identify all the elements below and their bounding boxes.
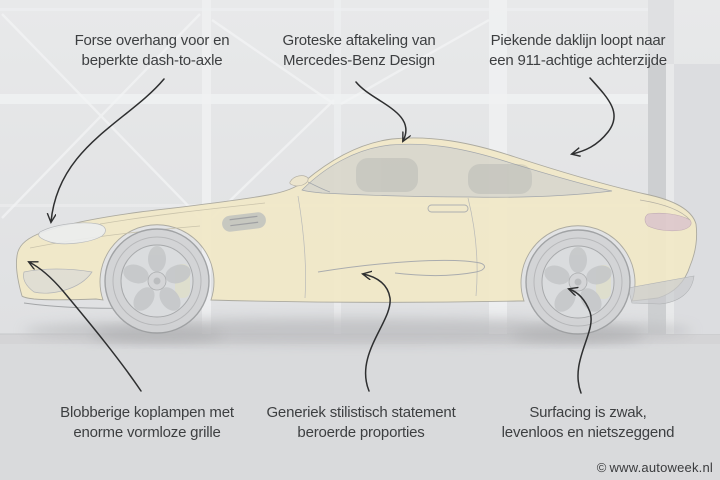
annotation-line: Blobberige koplampen met xyxy=(60,404,234,421)
door-seams xyxy=(297,195,478,299)
taillight-shape xyxy=(644,212,692,232)
rear-wheel-shadow xyxy=(512,328,644,342)
rocker-character-line xyxy=(317,259,485,276)
a-pillar-line xyxy=(307,181,331,193)
headlamp-shape xyxy=(38,222,106,245)
rear-wheel xyxy=(525,229,631,335)
annotation-line: levenloos en nietszeggend xyxy=(501,424,675,441)
annotation-line: Forse overhang voor en xyxy=(74,32,230,49)
side-mirror xyxy=(289,175,309,187)
annotation-line: enorme vormloze grille xyxy=(73,424,221,441)
annotation-line: beperkte dash-to-axle xyxy=(81,52,223,69)
interior-silhouette xyxy=(356,158,532,194)
copyright-icon: © xyxy=(596,460,607,475)
rear-diffuser xyxy=(627,275,695,305)
hood-crease-lines xyxy=(29,202,266,249)
annotation-line: Surfacing is zwak, xyxy=(529,404,647,421)
annotation-line: een 911-achtige achterzijde xyxy=(489,52,667,69)
annotation-line: beroerde proporties xyxy=(297,424,425,441)
annotation-line: Generiek stilistisch statement xyxy=(266,404,456,421)
arrow-top-right xyxy=(572,77,615,154)
annotation-line: Mercedes-Benz Design xyxy=(283,52,435,69)
watermark-text: www.autoweek.nl xyxy=(609,460,713,475)
annotation-top-center: Groteske aftakeling van Mercedes-Benz De… xyxy=(283,31,436,71)
arrow-top-left xyxy=(51,78,165,222)
annotation-bottom-center: Generiek stilistisch statement beroerde … xyxy=(266,403,455,443)
side-vent xyxy=(222,212,266,232)
annotation-top-right: Piekende daklijn loopt naar een 911-acht… xyxy=(489,31,667,71)
annotation-top-left: Forse overhang voor en beperkte dash-to-… xyxy=(75,31,230,71)
arrow-bottom-right xyxy=(569,289,592,394)
annotation-line: Groteske aftakeling van xyxy=(282,32,436,49)
car-windows xyxy=(301,143,613,198)
annotation-bottom-left: Blobberige koplampen met enorme vormloze… xyxy=(60,403,234,443)
watermark: ©www.autoweek.nl xyxy=(594,460,713,475)
arrow-top-center xyxy=(355,81,406,141)
front-wheel xyxy=(104,228,210,334)
annotation-bottom-right: Surfacing is zwak, levenloos en nietszeg… xyxy=(502,403,675,443)
front-intake xyxy=(23,268,93,294)
rear-deck-line xyxy=(639,199,691,221)
annotation-line: Piekende daklijn loopt naar xyxy=(490,32,666,49)
door-handle xyxy=(427,204,469,213)
front-wheel-shadow xyxy=(91,328,223,342)
arrow-bottom-center xyxy=(363,274,391,392)
floor xyxy=(0,334,720,480)
arrow-bottom-left xyxy=(29,262,142,392)
